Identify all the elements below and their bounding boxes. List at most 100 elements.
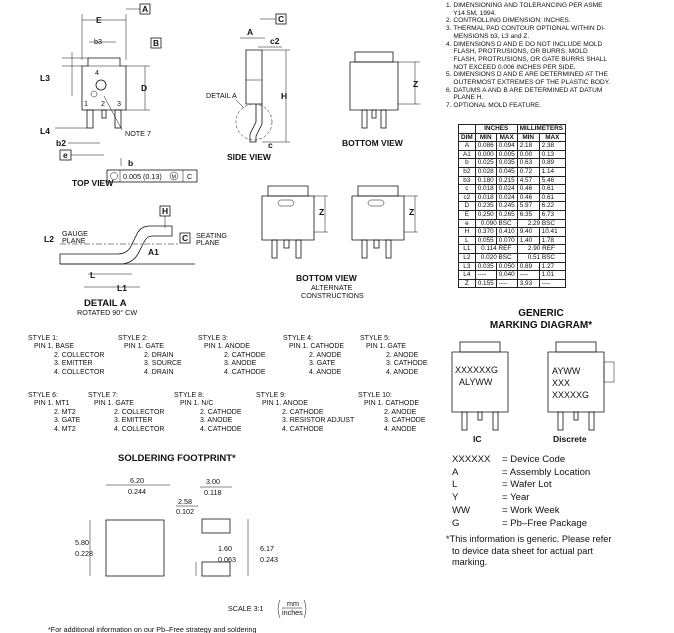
- dim-l3-label: L3: [40, 73, 50, 83]
- svg-text:M: M: [172, 175, 177, 181]
- bottom-view-alt-title: BOTTOM VIEW: [296, 273, 358, 283]
- svg-text:SCALE 3:1: SCALE 3:1: [228, 604, 264, 613]
- footprint-pad-1: [201, 518, 231, 534]
- note-line: NOT EXCEED 0.006 INCHES PER SIDE.: [446, 63, 576, 71]
- marking-note: *This information is generic. Please ref…: [446, 534, 612, 567]
- legend-row: WW= Work Week: [452, 504, 560, 516]
- svg-text:6.20: 6.20: [130, 476, 144, 485]
- inches-header: INCHES: [474, 124, 518, 134]
- note-line: 7. OPTIONAL MOLD FEATURE.: [446, 102, 542, 110]
- svg-text:H: H: [162, 206, 168, 216]
- svg-text:3: 3: [117, 99, 121, 108]
- svg-text:0.102: 0.102: [176, 507, 194, 516]
- note-line: MENSIONS b3, L3 and Z.: [446, 32, 530, 40]
- dim-row: L4----0.040----1.01: [458, 270, 567, 280]
- note-line: 6. DATUMS A AND B ARE DETERMINED AT DATU…: [446, 86, 603, 94]
- note7-label: NOTE 7: [125, 129, 151, 138]
- side-view-body: [245, 49, 263, 105]
- side-view-title: SIDE VIEW: [227, 152, 272, 162]
- footprint-large-pad: [105, 519, 165, 577]
- svg-text:5.80: 5.80: [75, 538, 89, 547]
- svg-text:XXX: XXX: [552, 378, 570, 388]
- bottom-view-title: BOTTOM VIEW: [342, 138, 404, 148]
- detail-a-title: DETAIL A: [84, 298, 127, 309]
- svg-text:3.00: 3.00: [206, 477, 220, 486]
- svg-text:ROTATED 90° CW: ROTATED 90° CW: [77, 308, 137, 317]
- svg-text:c: c: [268, 140, 273, 150]
- dim-z-label: Z: [413, 79, 418, 89]
- svg-text:0.228: 0.228: [75, 549, 93, 558]
- dim-a-label: A: [247, 27, 253, 37]
- legend-row: A= Assembly Location: [452, 466, 591, 478]
- svg-text:PLANE: PLANE: [62, 236, 86, 245]
- dim-d-label: D: [141, 83, 147, 93]
- svg-text:C: C: [187, 172, 192, 181]
- dim-h-label: H: [281, 91, 287, 101]
- datum-b-label: B: [153, 38, 159, 48]
- svg-text:XXXXXXG: XXXXXXG: [455, 365, 498, 375]
- note-line: 3. THERMAL PAD CONTOUR OPTIONAL WITHIN D…: [446, 25, 606, 33]
- note-line: PLANE H.: [446, 94, 484, 102]
- legend-row: Y= Year: [452, 492, 530, 504]
- svg-text:inches: inches: [282, 608, 303, 617]
- svg-text:0.118: 0.118: [204, 488, 221, 497]
- svg-text:0.244: 0.244: [128, 487, 146, 496]
- detail-a-callout: DETAIL A: [206, 91, 237, 100]
- note-line: Y14.5M, 1994.: [446, 9, 497, 17]
- bottom-view-alt: Z Z BOTTOM VIEW ALTERNATE CONSTRUCTIONS: [261, 185, 418, 300]
- svg-text:A1: A1: [148, 247, 159, 257]
- marking-title: GENERIC MARKING DIAGRAM*: [489, 308, 593, 331]
- svg-text:0.243: 0.243: [260, 555, 278, 564]
- dim-l4-label: L4: [40, 126, 50, 136]
- svg-text:ALTERNATE: ALTERNATE: [311, 283, 352, 292]
- note-line: 1. DIMENSIONING AND TOLERANCING PER ASME: [446, 2, 603, 9]
- svg-text:CONSTRUCTIONS: CONSTRUCTIONS: [301, 291, 364, 300]
- detail-a-lead: [59, 225, 173, 265]
- datum-a-label: A: [142, 4, 148, 14]
- note-line: OUTERMOST EXTREMES OF THE PLASTIC BODY.: [446, 79, 611, 87]
- millimeters-header: MILLIMETERS: [516, 124, 567, 134]
- svg-text:*For additional information on: *For additional information on our Pb–Fr…: [48, 625, 257, 633]
- note-line: 4. DIMENSIONS D AND E DO NOT INCLUDE MOL…: [446, 40, 603, 48]
- dim-e-label: E: [96, 15, 102, 25]
- legend-row: G= Pb–Free Package: [452, 517, 588, 529]
- svg-text:2: 2: [101, 99, 105, 108]
- marking-discrete-label: Discrete: [553, 434, 587, 444]
- soldering-title: SOLDERING FOOTPRINT*: [118, 453, 236, 464]
- svg-text:L1: L1: [117, 283, 127, 293]
- svg-text:L: L: [90, 270, 95, 280]
- svg-text:AYWW: AYWW: [552, 366, 581, 376]
- marking-diagram: XXXXXXG ALYWW IC AYWW XXX XXXXXG Discret…: [451, 341, 615, 444]
- bottom-view-body: [349, 61, 399, 111]
- svg-text:6.17: 6.17: [260, 544, 274, 553]
- svg-text:1.60: 1.60: [218, 544, 232, 553]
- svg-text:Z: Z: [409, 207, 414, 217]
- dim-b-label: b: [128, 158, 133, 168]
- dim-b3-label: b3: [94, 37, 102, 46]
- note-line: 2. CONTROLLING DIMENSION: INCHES.: [446, 17, 571, 25]
- dim-b2-label: b2: [56, 138, 66, 148]
- svg-text:4: 4: [95, 68, 99, 77]
- svg-text:ALYWW: ALYWW: [459, 377, 493, 387]
- detail-a-view: H L2 GAUGE PLANE C SEATING PLANE A1 L L1…: [44, 205, 227, 317]
